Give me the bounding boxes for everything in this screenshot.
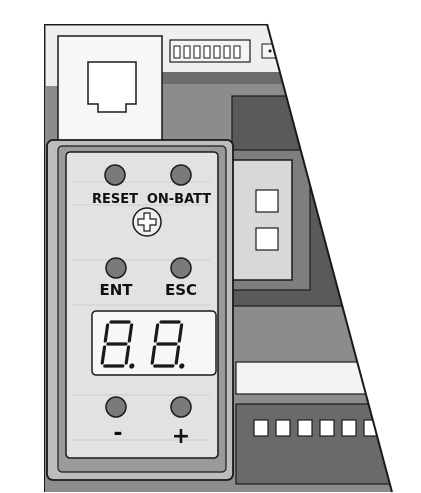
small-header	[261, 43, 293, 59]
minus-label: -	[113, 421, 122, 446]
ent-label: ENT	[99, 281, 133, 299]
cut-edge	[266, 23, 393, 493]
on-batt-label: ON-BATT	[147, 192, 211, 207]
ent-button[interactable]: ENT	[99, 257, 133, 299]
reset-label: RESET	[92, 192, 138, 207]
side-connector	[231, 159, 293, 281]
pin-header-connector	[169, 39, 251, 63]
terminal-block	[235, 403, 392, 485]
esc-label: ESC	[165, 281, 197, 299]
plus-button[interactable]: +	[170, 396, 192, 449]
reset-button[interactable]: RESET	[92, 164, 138, 207]
display-digit-2	[150, 320, 185, 369]
plus-label: +	[172, 424, 190, 449]
minus-button[interactable]: -	[105, 396, 127, 446]
seven-segment-display	[91, 310, 217, 376]
control-panel	[46, 139, 234, 481]
esc-button[interactable]: ESC	[165, 257, 197, 299]
rj-connector	[57, 35, 163, 147]
display-digit-1	[100, 320, 135, 369]
screw-icon	[132, 207, 162, 237]
on-batt-button[interactable]: ON-BATT	[147, 164, 211, 207]
